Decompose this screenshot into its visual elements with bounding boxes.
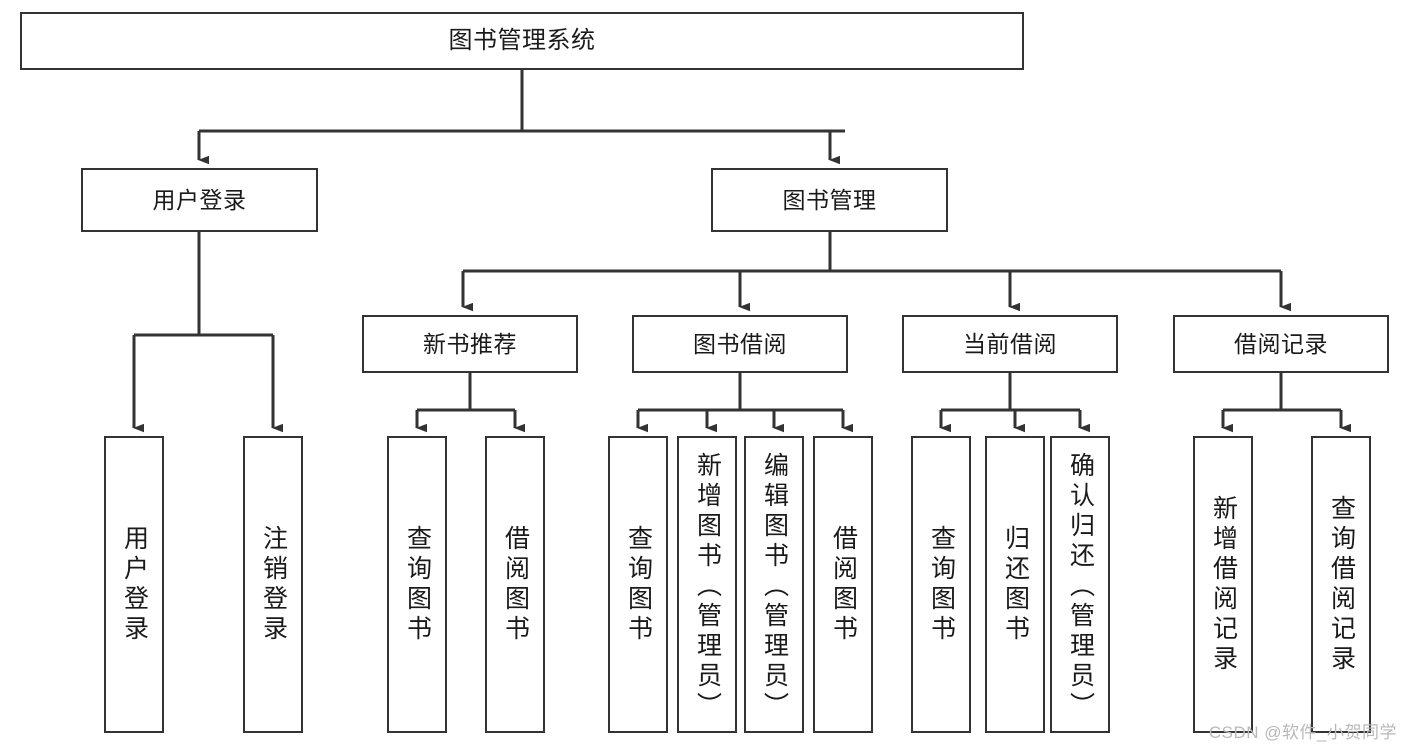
node-l4a2[interactable]: 注销登录 [243,436,303,733]
node-l4d1[interactable]: 查询图书 [911,436,971,733]
node-l4a1[interactable]: 用户登录 [104,436,164,733]
node-label: 注销登录 [259,524,288,645]
node-l4e1[interactable]: 新增借阅记录 [1193,436,1253,733]
node-label: 确认归还（管理员） [1066,452,1095,722]
node-label: 新增图书（管理员） [693,452,722,722]
node-label: 新增借阅记录 [1209,494,1238,675]
node-label: 图书管理 [782,186,877,213]
node-label: 查询图书 [403,524,432,645]
node-label: 归还图书 [1001,524,1030,645]
node-label: 编辑图书（管理员） [760,452,789,722]
node-label: 用户登录 [152,186,247,213]
node-l4b1[interactable]: 查询图书 [387,436,447,733]
node-l4c1[interactable]: 查询图书 [608,436,668,733]
node-root[interactable]: 图书管理系统 [20,12,1024,70]
node-label: 查询借阅记录 [1327,494,1356,675]
node-label: 查询图书 [624,524,653,645]
node-label: 查询图书 [927,524,956,645]
node-l2b[interactable]: 图书管理 [711,168,948,232]
node-label: 借阅记录 [1234,330,1328,357]
node-l3c[interactable]: 当前借阅 [902,315,1118,373]
node-label: 借阅图书 [501,524,530,645]
node-l2a[interactable]: 用户登录 [81,168,318,232]
node-label: 新书推荐 [423,330,517,357]
node-l4d3[interactable]: 确认归还（管理员） [1050,436,1110,733]
node-l4e2[interactable]: 查询借阅记录 [1311,436,1371,733]
node-l3d[interactable]: 借阅记录 [1173,315,1389,373]
watermark: CSDN @软件_小贺同学 [1208,723,1397,742]
node-label: 图书借阅 [693,330,787,357]
node-l3a[interactable]: 新书推荐 [362,315,578,373]
node-label: 当前借阅 [963,330,1057,357]
node-label: 图书管理系统 [448,27,596,55]
node-label: 借阅图书 [829,524,858,645]
node-l3b[interactable]: 图书借阅 [632,315,848,373]
node-l4c3[interactable]: 编辑图书（管理员） [744,436,804,733]
node-label: 用户登录 [120,524,149,645]
node-l4d2[interactable]: 归还图书 [985,436,1045,733]
node-l4b2[interactable]: 借阅图书 [485,436,545,733]
node-l4c2[interactable]: 新增图书（管理员） [677,436,737,733]
node-l4c4[interactable]: 借阅图书 [813,436,873,733]
